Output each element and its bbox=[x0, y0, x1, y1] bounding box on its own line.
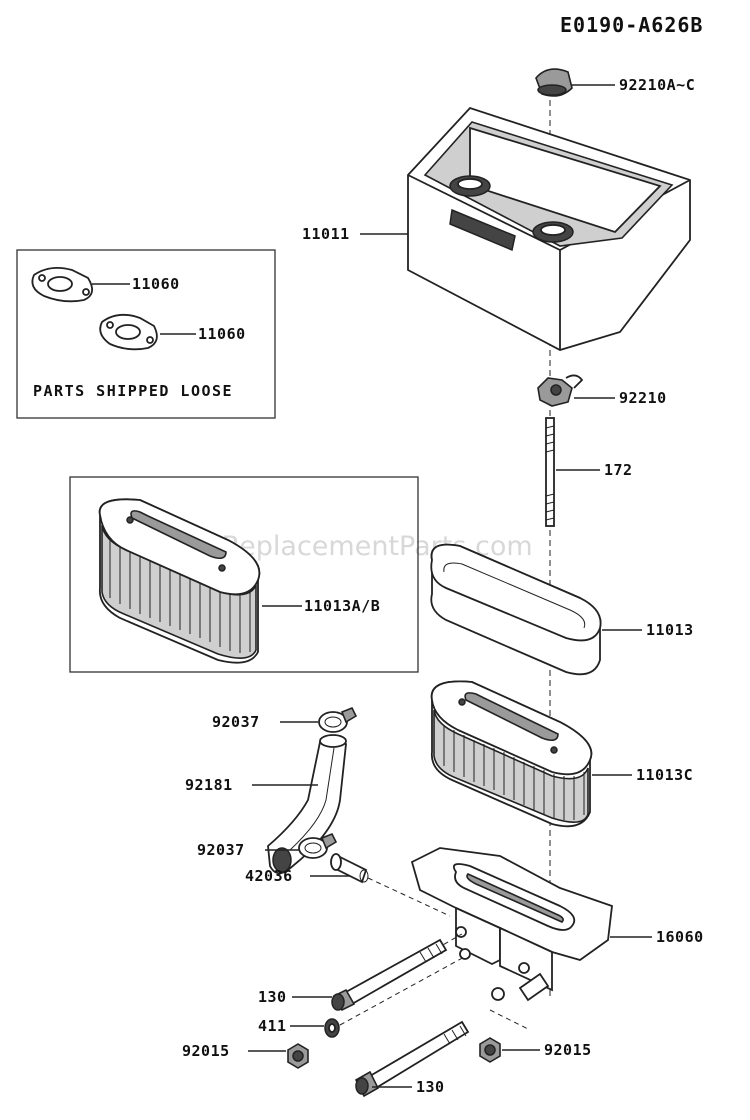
knob-92210ac-part bbox=[535, 68, 573, 97]
bolt-130-b-part bbox=[354, 1020, 470, 1098]
callout-92015-a[interactable]: 92015 bbox=[182, 1042, 230, 1060]
bolt-130-a-part bbox=[331, 938, 448, 1012]
callout-11013c[interactable]: 11013C bbox=[636, 766, 693, 784]
nut-92015-a-part bbox=[287, 1043, 309, 1069]
element-11013ab-part bbox=[98, 498, 261, 664]
callout-92210ac[interactable]: 92210A~C bbox=[619, 76, 695, 94]
callout-172[interactable]: 172 bbox=[604, 461, 633, 479]
diagram-code: E0190-A626B bbox=[560, 13, 703, 37]
callout-11060-b[interactable]: 11060 bbox=[198, 325, 246, 343]
clamp-92037-a-part bbox=[318, 706, 358, 733]
element-11013ab-box bbox=[69, 476, 419, 673]
gasket-11060-b-part bbox=[99, 313, 158, 351]
pipe-42036-part bbox=[330, 853, 451, 917]
callout-11011[interactable]: 11011 bbox=[302, 225, 350, 243]
callout-42036[interactable]: 42036 bbox=[245, 867, 293, 885]
nut-92210-part bbox=[537, 374, 584, 407]
parts-shipped-loose-label: PARTS SHIPPED LOOSE bbox=[33, 382, 233, 400]
callout-16060[interactable]: 16060 bbox=[656, 928, 704, 946]
precleaner-11013-part bbox=[430, 543, 602, 676]
stud-172-part bbox=[545, 417, 555, 527]
callout-92181[interactable]: 92181 bbox=[185, 776, 233, 794]
callout-92210[interactable]: 92210 bbox=[619, 389, 667, 407]
nut-92015-b-part bbox=[479, 1037, 501, 1063]
callout-92037-a[interactable]: 92037 bbox=[212, 713, 260, 731]
cover-11011-part bbox=[407, 106, 691, 351]
element-11013c-part bbox=[430, 680, 593, 828]
callout-11060-a[interactable]: 11060 bbox=[132, 275, 180, 293]
callout-11013[interactable]: 11013 bbox=[646, 621, 694, 639]
assembly-line-92015-b bbox=[489, 1009, 531, 1031]
parts-shipped-loose-box bbox=[16, 249, 276, 419]
callout-92037-b[interactable]: 92037 bbox=[197, 841, 245, 859]
assembly-line-411 bbox=[339, 955, 467, 1026]
callout-130-b[interactable]: 130 bbox=[416, 1078, 445, 1096]
washer-411-part bbox=[324, 1018, 340, 1038]
clamp-92037-b-part bbox=[298, 832, 338, 859]
callout-11013ab[interactable]: 11013A/B bbox=[304, 597, 380, 615]
callout-92015-b[interactable]: 92015 bbox=[544, 1041, 592, 1059]
hose-92181-part bbox=[267, 734, 347, 875]
base-16060-part bbox=[410, 847, 613, 1002]
callout-411[interactable]: 411 bbox=[258, 1017, 287, 1035]
gasket-11060-a-part bbox=[31, 266, 94, 303]
callout-130-a[interactable]: 130 bbox=[258, 988, 287, 1006]
